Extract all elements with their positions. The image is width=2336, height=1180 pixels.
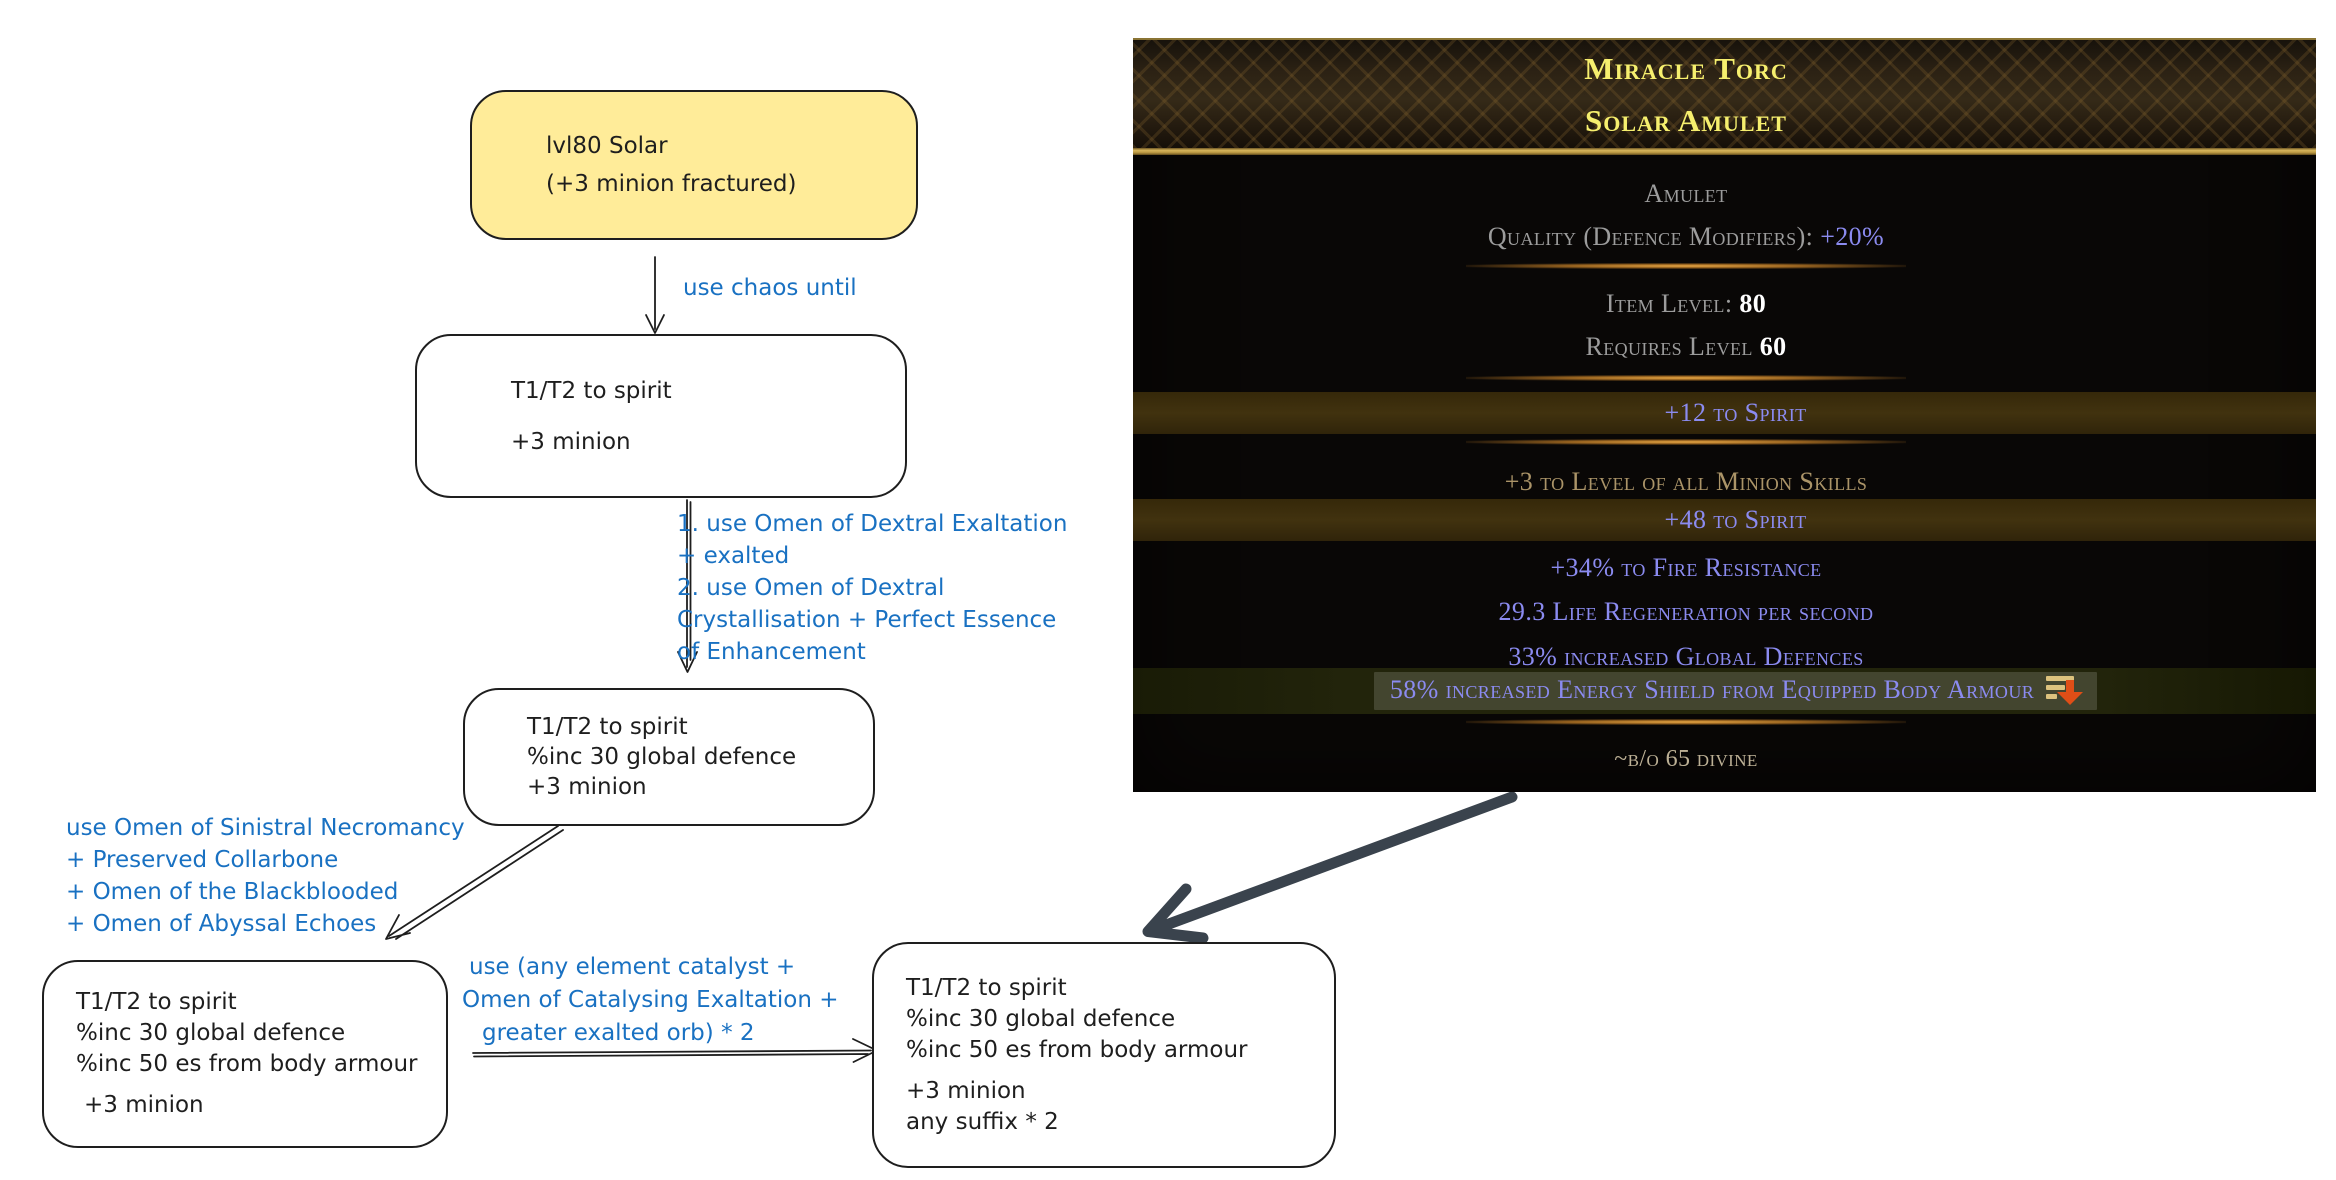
- node-line: %inc 30 global defence: [906, 1005, 1176, 1032]
- gold-separator: [1466, 375, 1906, 381]
- explicit-mod: 33% increased Global Defences: [1508, 642, 1864, 671]
- node-final-result: T1/T2 to spirit %inc 30 global defence %…: [872, 942, 1336, 1168]
- item-level-label: Item Level:: [1605, 289, 1733, 318]
- highlighted-implicit-row: +12 to Spirit: [1133, 392, 2316, 434]
- node-line: +3 minion: [84, 1092, 204, 1118]
- node-line: %inc 30 global defence: [76, 1020, 346, 1046]
- price-note: ~b/o 65 divine: [1614, 746, 1758, 772]
- mod-match-highlight: 58% increased Energy Shield from Equippe…: [1373, 672, 2098, 710]
- fractured-mod: +3 to Level of all Minion Skills: [1504, 467, 1868, 496]
- node-es-body-armour: T1/T2 to spirit %inc 30 global defence %…: [42, 960, 448, 1148]
- node-line: +3 minion: [906, 1077, 1026, 1104]
- node-line: +3 minion: [511, 428, 631, 455]
- node-line: T1/T2 to spirit: [527, 714, 688, 740]
- explicit-mod: +48 to Spirit: [1664, 505, 1807, 534]
- edge-label-dextral: 1. use Omen of Dextral Exaltation + exal…: [677, 511, 1068, 665]
- explicit-mod: +34% to Fire Resistance: [1550, 553, 1822, 582]
- node-line: %inc 30 global defence: [527, 744, 797, 770]
- node-line: lvl80 Solar: [546, 133, 668, 159]
- header-gold-divider: [1133, 148, 2316, 155]
- arrow-from-tooltip: [1142, 791, 1518, 944]
- requires-line: Requires Level 60: [1155, 330, 2217, 364]
- gold-separator: [1466, 719, 1906, 725]
- item-name: Miracle Torc: [1584, 51, 1788, 86]
- matched-mod-row: 58% increased Energy Shield from Equippe…: [1133, 668, 2316, 714]
- requires-label: Requires Level: [1585, 332, 1753, 361]
- explicit-mod: 29.3 Life Regeneration per second: [1498, 597, 1874, 626]
- item-level-value: 80: [1739, 289, 1767, 318]
- node-t1t2-spirit: T1/T2 to spirit +3 minion: [415, 334, 907, 498]
- item-level-line: Item Level: 80: [1155, 287, 2217, 321]
- node-line: %inc 50 es from body armour: [906, 1036, 1248, 1063]
- gold-separator: [1466, 263, 1906, 269]
- tooltip-header: [1133, 40, 2316, 148]
- arrow-chaos: [645, 256, 665, 334]
- node-global-defence: T1/T2 to spirit %inc 30 global defence +…: [463, 688, 875, 826]
- quality-line: Quality (Defence Modifiers): +20%: [1155, 220, 2217, 254]
- requires-value: 60: [1759, 332, 1787, 361]
- gold-separator: [1466, 439, 1906, 445]
- quality-value: +20%: [1820, 222, 1885, 251]
- edge-label-chaos: use chaos until: [683, 275, 857, 301]
- node-line: T1/T2 to spirit: [76, 989, 237, 1015]
- item-category: Amulet: [1644, 179, 1728, 208]
- explicit-mod: 58% increased Energy Shield from Equippe…: [1389, 675, 2035, 704]
- node-line: T1/T2 to spirit: [511, 377, 672, 404]
- node-line: any suffix * 2: [906, 1108, 1059, 1135]
- edge-label-sinistral: use Omen of Sinistral Necromancy + Prese…: [66, 815, 465, 937]
- tier-down-icon: [2046, 675, 2084, 705]
- node-line: (+3 minion fractured): [546, 171, 797, 197]
- node-line: %inc 50 es from body armour: [76, 1051, 418, 1077]
- item-tooltip: Miracle Torc Solar Amulet Amulet Quality…: [1133, 38, 2316, 792]
- start-node: lvl80 Solar (+3 minion fractured): [470, 90, 918, 240]
- node-line: T1/T2 to spirit: [906, 974, 1067, 1001]
- edge-label-catalyst: use (any element catalyst + Omen of Cata…: [462, 954, 839, 1046]
- implicit-mod: +12 to Spirit: [1664, 398, 1807, 427]
- quality-label: Quality (Defence Modifiers):: [1487, 222, 1814, 251]
- node-line: +3 minion: [527, 774, 647, 800]
- item-base-name: Solar Amulet: [1585, 103, 1787, 138]
- highlighted-mod-row: +48 to Spirit: [1133, 499, 2316, 541]
